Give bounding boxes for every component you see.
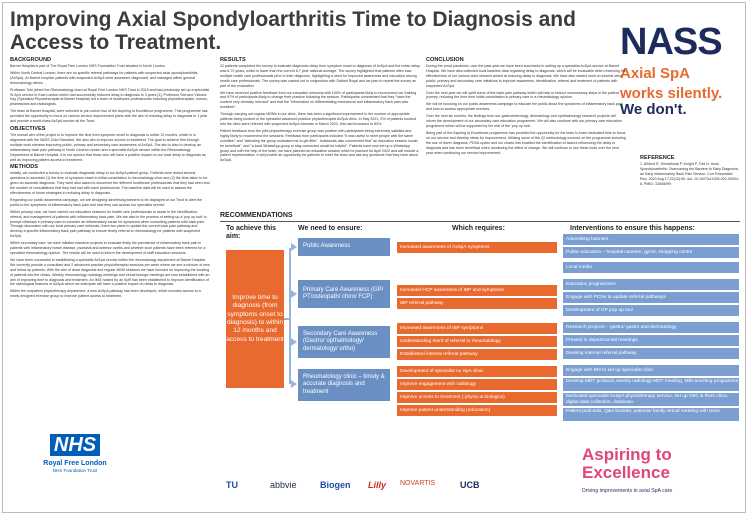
nass-tagline-3: We don't. xyxy=(620,101,687,118)
intervention-item: Research projects – gastro/ gastro and d… xyxy=(563,322,739,333)
requires-item: Increased awareness of IBP symptoms xyxy=(397,323,557,334)
sponsor-logo-tu: TU xyxy=(226,480,238,490)
requires-item: Improve engagement with radiology xyxy=(397,379,557,390)
methods-p1: Initially, we conducted a survey to eval… xyxy=(10,171,210,196)
intervention-item: Dedicated specialist AxSpA physiotherapy… xyxy=(563,393,739,406)
column-left: BACKGROUND Barnet Hospital is part of Th… xyxy=(10,55,210,423)
results-p1: 42 patients completed the survey to eval… xyxy=(220,64,420,88)
intervention-item: Develop internal referral pathway xyxy=(563,348,739,359)
background-p1: Barnet Hospital is part of The Royal Fre… xyxy=(10,64,166,68)
nass-tagline-2: works silently. xyxy=(620,85,723,102)
ate-line-1: Aspiring to xyxy=(582,445,672,464)
conclusion-p2: Over the next year we will uplift some o… xyxy=(426,90,619,100)
nass-wordmark: NASS xyxy=(620,21,723,63)
background-p2: Within North Central London, there are n… xyxy=(10,70,198,85)
nhs-trust-name: NHS Foundation Trust xyxy=(52,468,98,473)
intervention-item: Public education – hospital canteen, gym… xyxy=(563,247,739,258)
results-p4: Patient feedback from the pilot physioth… xyxy=(220,128,419,163)
recommendations-rule xyxy=(220,221,740,222)
requires-item: IBP referral pathway xyxy=(397,298,557,309)
requires-item: Increased HCP awareness of IBP and sympt… xyxy=(397,285,557,296)
nhs-logo: NHS Royal Free London NHS Foundation Tru… xyxy=(20,434,130,473)
sponsor-logo-novartis: NOVARTIS xyxy=(400,480,436,487)
conclusion-p4: Over the next six months, the findings f… xyxy=(426,114,622,128)
ate-line-2: Excellence xyxy=(582,463,670,482)
methods-heading: METHODS xyxy=(10,164,38,171)
requires-item: Increased awareness of AxSpA symptoms xyxy=(397,242,557,253)
intervention-item: Advertising banners xyxy=(563,234,739,245)
need-column-header: We need to ensure: xyxy=(298,225,363,232)
background-p3: Professor Tobi joined the Rheumatology t… xyxy=(10,87,210,107)
requires-item: Established internal referral pathway xyxy=(397,349,557,360)
requires-item: Understanding merit of referral to rheum… xyxy=(397,336,557,347)
methods-p2: Regarding our public awareness campaign,… xyxy=(10,197,202,207)
requires-item: Improve patient understanding (education… xyxy=(397,405,557,416)
sponsor-logo-lilly: Lilly xyxy=(368,480,387,490)
sponsor-logo-abbvie: abbvie xyxy=(270,480,297,490)
need-secondary-care: Secondary Care Awareness (Gastro/ opthal… xyxy=(298,326,390,358)
nhs-badge: NHS xyxy=(49,434,101,456)
requires-column-header: Which requires: xyxy=(452,225,505,232)
methods-p6: Within the outpatient physiotherapy depa… xyxy=(10,289,201,299)
sponsor-logo-ucb: UCB xyxy=(460,480,480,490)
recommendations-heading: RECOMMENDATIONS xyxy=(220,212,293,219)
objectives-p1: The overall aim of the project is to imp… xyxy=(10,132,206,162)
methods-p5: We have been successful in establishing … xyxy=(10,257,210,287)
reference-block: REFERENCE 1. Alhthuf R, Sinnathurai P, K… xyxy=(640,155,740,186)
need-public-awareness: Public Awareness xyxy=(298,238,390,256)
nhs-org-name: Royal Free London xyxy=(43,460,107,467)
intervention-item: Engage with BM to set up specialist clin… xyxy=(563,365,739,376)
need-rheumatology-label: Rheumatology clinic – timely & accurate … xyxy=(303,374,385,395)
reference-heading: REFERENCE xyxy=(640,155,675,161)
background-heading: BACKGROUND xyxy=(10,57,52,63)
intervention-item: Present in departmental meetings xyxy=(563,335,739,346)
sponsor-logo-biogen: Biogen xyxy=(320,480,351,490)
intervention-item: Development of GP pop up tool xyxy=(563,305,739,316)
requires-item: Improve access to treatment ( physio & b… xyxy=(397,392,557,403)
column-conclusion: CONCLUSION During the covid pandemic, ov… xyxy=(426,55,626,205)
aspiring-to-excellence-logo: Aspiring to Excellence Driving improveme… xyxy=(582,445,742,495)
aim-column-header: To achieve this aim: xyxy=(226,225,277,240)
objectives-heading: OBJECTIVES xyxy=(10,125,46,132)
conclusion-heading: CONCLUSION xyxy=(426,57,464,63)
conclusion-p5: Being part of the Aspiring to Excellence… xyxy=(426,130,626,155)
need-public-label: Public Awareness xyxy=(303,243,351,250)
results-p3: Through carrying out regular MDMs in our… xyxy=(220,112,416,126)
results-heading: RESULTS xyxy=(220,57,246,63)
arrow-rheumatology xyxy=(291,380,297,388)
need-primary-care: Primary Care Awareness (GP/ PT/osteopath… xyxy=(298,280,390,308)
conclusion-p1: During the covid pandemic, over the past… xyxy=(426,64,626,88)
results-p2: We have received positive feedback from … xyxy=(220,90,417,110)
intervention-item: Education programmes xyxy=(563,279,739,290)
intervention-item: Patient podcasts, Q&A booklet, patients/… xyxy=(563,408,739,421)
aim-text: Improve time to diagnosis (from symptoms… xyxy=(226,293,284,343)
intervention-item: Local media xyxy=(563,262,739,273)
need-primary-label: Primary Care Awareness (GP/ PT/osteopath… xyxy=(303,286,384,300)
methods-p4: Within secondary care, we have initiated… xyxy=(10,241,206,255)
title-line-2: Access to Treatment. xyxy=(10,31,222,54)
aim-trunk xyxy=(289,248,291,384)
arrow-secondary xyxy=(291,338,297,346)
nass-tagline-1: Axial SpA xyxy=(620,65,691,82)
methods-p3: Within primary care, we have carried out… xyxy=(10,209,207,239)
arrow-public xyxy=(291,243,297,251)
need-rheumatology-clinic: Rheumatology clinic – timely & accurate … xyxy=(298,369,390,401)
ate-tagline: Driving improvements in axial SpA care xyxy=(582,488,673,494)
intervention-item: Develop MDT protocol, weekly radiology M… xyxy=(563,378,739,391)
aim-connector xyxy=(284,318,290,320)
aim-box: Improve time to diagnosis (from symptoms… xyxy=(226,250,284,388)
column-results: RESULTS 42 patients completed the survey… xyxy=(220,55,420,205)
reference-text: 1. Alhthuf R, Sinnathurai P, Knight P, T… xyxy=(640,161,740,186)
interventions-column-header: Interventions to ensure this happens: xyxy=(570,225,695,232)
conclusion-p3: We will be focusing on our public awaren… xyxy=(426,102,623,112)
background-p4: The team at Barnet Hospital, were select… xyxy=(10,109,208,124)
title-line-1: Improving Axial Spondyloarthritis Time t… xyxy=(10,8,576,31)
intervention-item: Engage with PCNs to update referral path… xyxy=(563,292,739,303)
nass-logo: NASS Axial SpA works silently. We don't. xyxy=(620,22,740,118)
requires-item: Development of specialist Ax SpA clinic xyxy=(397,366,557,377)
need-secondary-label: Secondary Care Awareness (Gastro/ opthal… xyxy=(303,331,378,352)
poster-title: Improving Axial Spondyloarthritis Time t… xyxy=(10,8,576,54)
arrow-primary xyxy=(291,290,297,298)
